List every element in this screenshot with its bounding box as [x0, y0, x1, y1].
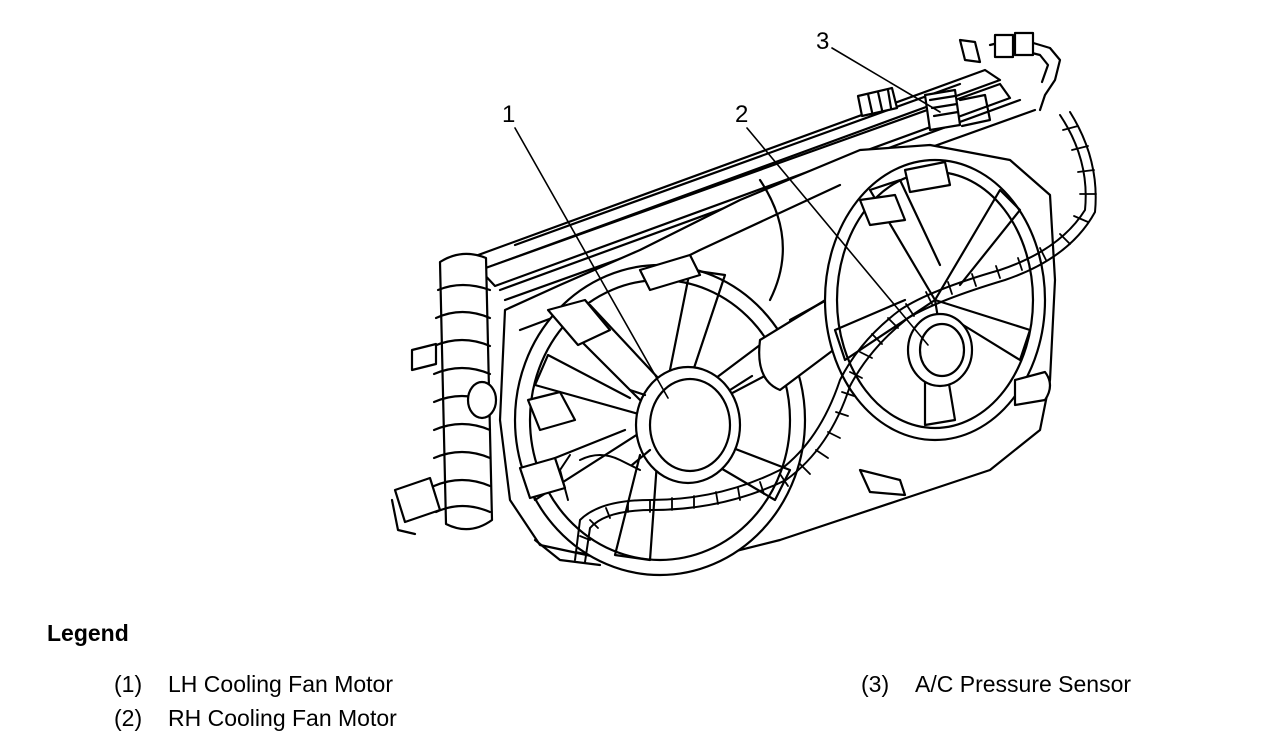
lh-fan [513, 253, 807, 577]
rail-connector [856, 86, 899, 118]
legend-item-index: (1) [114, 671, 143, 697]
wiring-harness [559, 111, 1097, 563]
lower-bracket [533, 468, 907, 567]
legend-item-label: A/C Pressure Sensor [915, 671, 1132, 697]
callout-1: 1 [502, 101, 516, 128]
callout-2: 2 [735, 101, 749, 128]
leader-lines [514, 47, 941, 399]
ac-pressure-sensor [923, 88, 992, 132]
legend-item-index: (2) [114, 705, 143, 731]
legend-item-1: (1) LH Cooling Fan Motor [114, 671, 393, 697]
legend-item-2: (2) RH Cooling Fan Motor [114, 705, 397, 731]
radiator-left-hose [390, 252, 498, 536]
legend-item-3: (3) A/C Pressure Sensor [861, 671, 1131, 697]
harness-ribs [575, 125, 1097, 555]
legend-item-label: RH Cooling Fan Motor [168, 705, 397, 731]
legend-item-label: LH Cooling Fan Motor [168, 671, 393, 697]
legend-title: Legend [47, 620, 129, 646]
ac-line [958, 31, 1062, 112]
cooling-fan-assembly-illustration [390, 31, 1097, 577]
callout-3: 3 [816, 28, 830, 55]
rh-fan [823, 158, 1052, 442]
legend-item-index: (3) [861, 671, 890, 697]
